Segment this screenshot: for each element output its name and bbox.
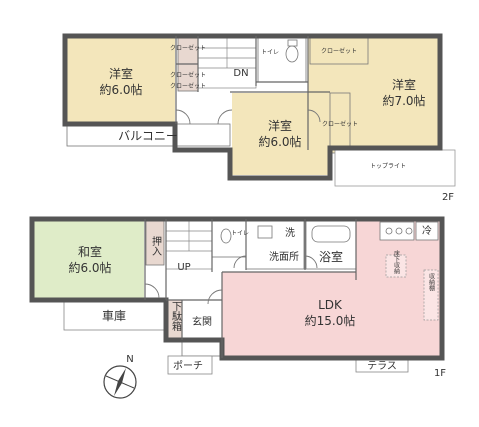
entrance-label: 玄関 [192, 315, 212, 328]
garage-label: 車庫 [102, 309, 126, 323]
floor-2f: 洋室 約6.0帖 洋室 約6.0帖 洋室 約7.0帖 クローゼット クローゼット… [62, 33, 456, 203]
door-swing-2f [175, 109, 321, 125]
room1-size: 約6.0帖 [99, 82, 142, 97]
room3-name: 洋室 [392, 77, 416, 92]
stove-burner-icon-2 [395, 227, 403, 235]
terrace-label: テラス [367, 360, 397, 372]
skylight-area [334, 149, 456, 187]
closet-c-label: クローゼット [321, 47, 357, 55]
floor-storage-box [385, 254, 407, 278]
stairs-2f [197, 37, 257, 89]
floor-2f-label: 2F [442, 192, 454, 203]
room2-size: 約6.0帖 [258, 134, 301, 149]
wash-label: 洗 [285, 227, 295, 239]
door-swing-1f [144, 255, 318, 305]
washroom-area [245, 220, 305, 270]
closet-a-label: クローゼット [170, 44, 206, 52]
room1-name: 洋室 [109, 66, 133, 81]
western-room-2-fill [232, 93, 328, 175]
oshiire-label: 押入 [150, 235, 162, 256]
porch-label: ポーチ [173, 360, 203, 372]
bathtub-icon [311, 225, 351, 243]
inner-walls-1f [144, 219, 357, 358]
floor-1f-label: 1F [434, 368, 446, 379]
stove-burner-icon-3 [405, 227, 413, 235]
shoe-box-label: 下駄箱 [170, 301, 182, 332]
compass: N [103, 354, 137, 399]
closet-b-label: クローゼット [170, 71, 206, 79]
closet-d-label: クローゼット [322, 120, 358, 128]
compass-north-label: N [126, 354, 133, 365]
room2-name: 洋室 [268, 118, 292, 133]
skylight-label: トップライト [370, 163, 406, 170]
fridge-area [415, 221, 439, 241]
toilet-tank-icon [287, 39, 298, 47]
ldk-name: LDK [318, 298, 343, 312]
stairs-1f [165, 220, 213, 270]
fridge-label: 冷 [422, 224, 432, 237]
kitchen-counter [379, 221, 415, 241]
ldk-size: 約15.0帖 [305, 313, 356, 328]
stairs-1f-label: UP [177, 262, 190, 273]
stairs-2f-label: DN [233, 68, 248, 79]
sink-icon [257, 225, 273, 239]
japanese-room-size: 約6.0帖 [68, 260, 111, 275]
japanese-room-name: 和室 [78, 244, 102, 259]
toilet-1f-label: トイレ [231, 230, 249, 237]
garage-area [63, 299, 167, 331]
storage-shelf [423, 269, 439, 321]
entrance-area [181, 299, 223, 357]
japanese-room-fill [34, 221, 144, 298]
closet-c [309, 37, 369, 65]
floor-1f: 和室 約6.0帖 LDK 約15.0帖 押入 トイレ 洗 洗面所 浴室 UP 玄… [29, 216, 446, 379]
stove-burner-icon [385, 227, 393, 235]
bath-label: 浴室 [319, 249, 343, 264]
ldk-fill [222, 272, 440, 356]
compass-ring [103, 365, 137, 399]
walls-2f [62, 33, 443, 181]
room3-size: 約7.0帖 [382, 93, 425, 108]
porch-area [167, 355, 213, 375]
western-room-1-fill [67, 38, 175, 122]
toilet-2f-label: トイレ [261, 49, 279, 56]
floor-storage-label: 床下収納 [393, 249, 400, 275]
balcony-label: バルコニー [118, 129, 178, 143]
inner-walls-2f [175, 36, 330, 150]
closet-e-label: クローゼット [170, 82, 206, 90]
toilet-2f [257, 37, 307, 83]
washroom-label: 洗面所 [269, 251, 299, 263]
toilet-bowl-icon [285, 45, 299, 63]
storage-shelf-label: 収納棚 [428, 273, 435, 292]
toilet-1f-bowl-icon [220, 228, 232, 244]
